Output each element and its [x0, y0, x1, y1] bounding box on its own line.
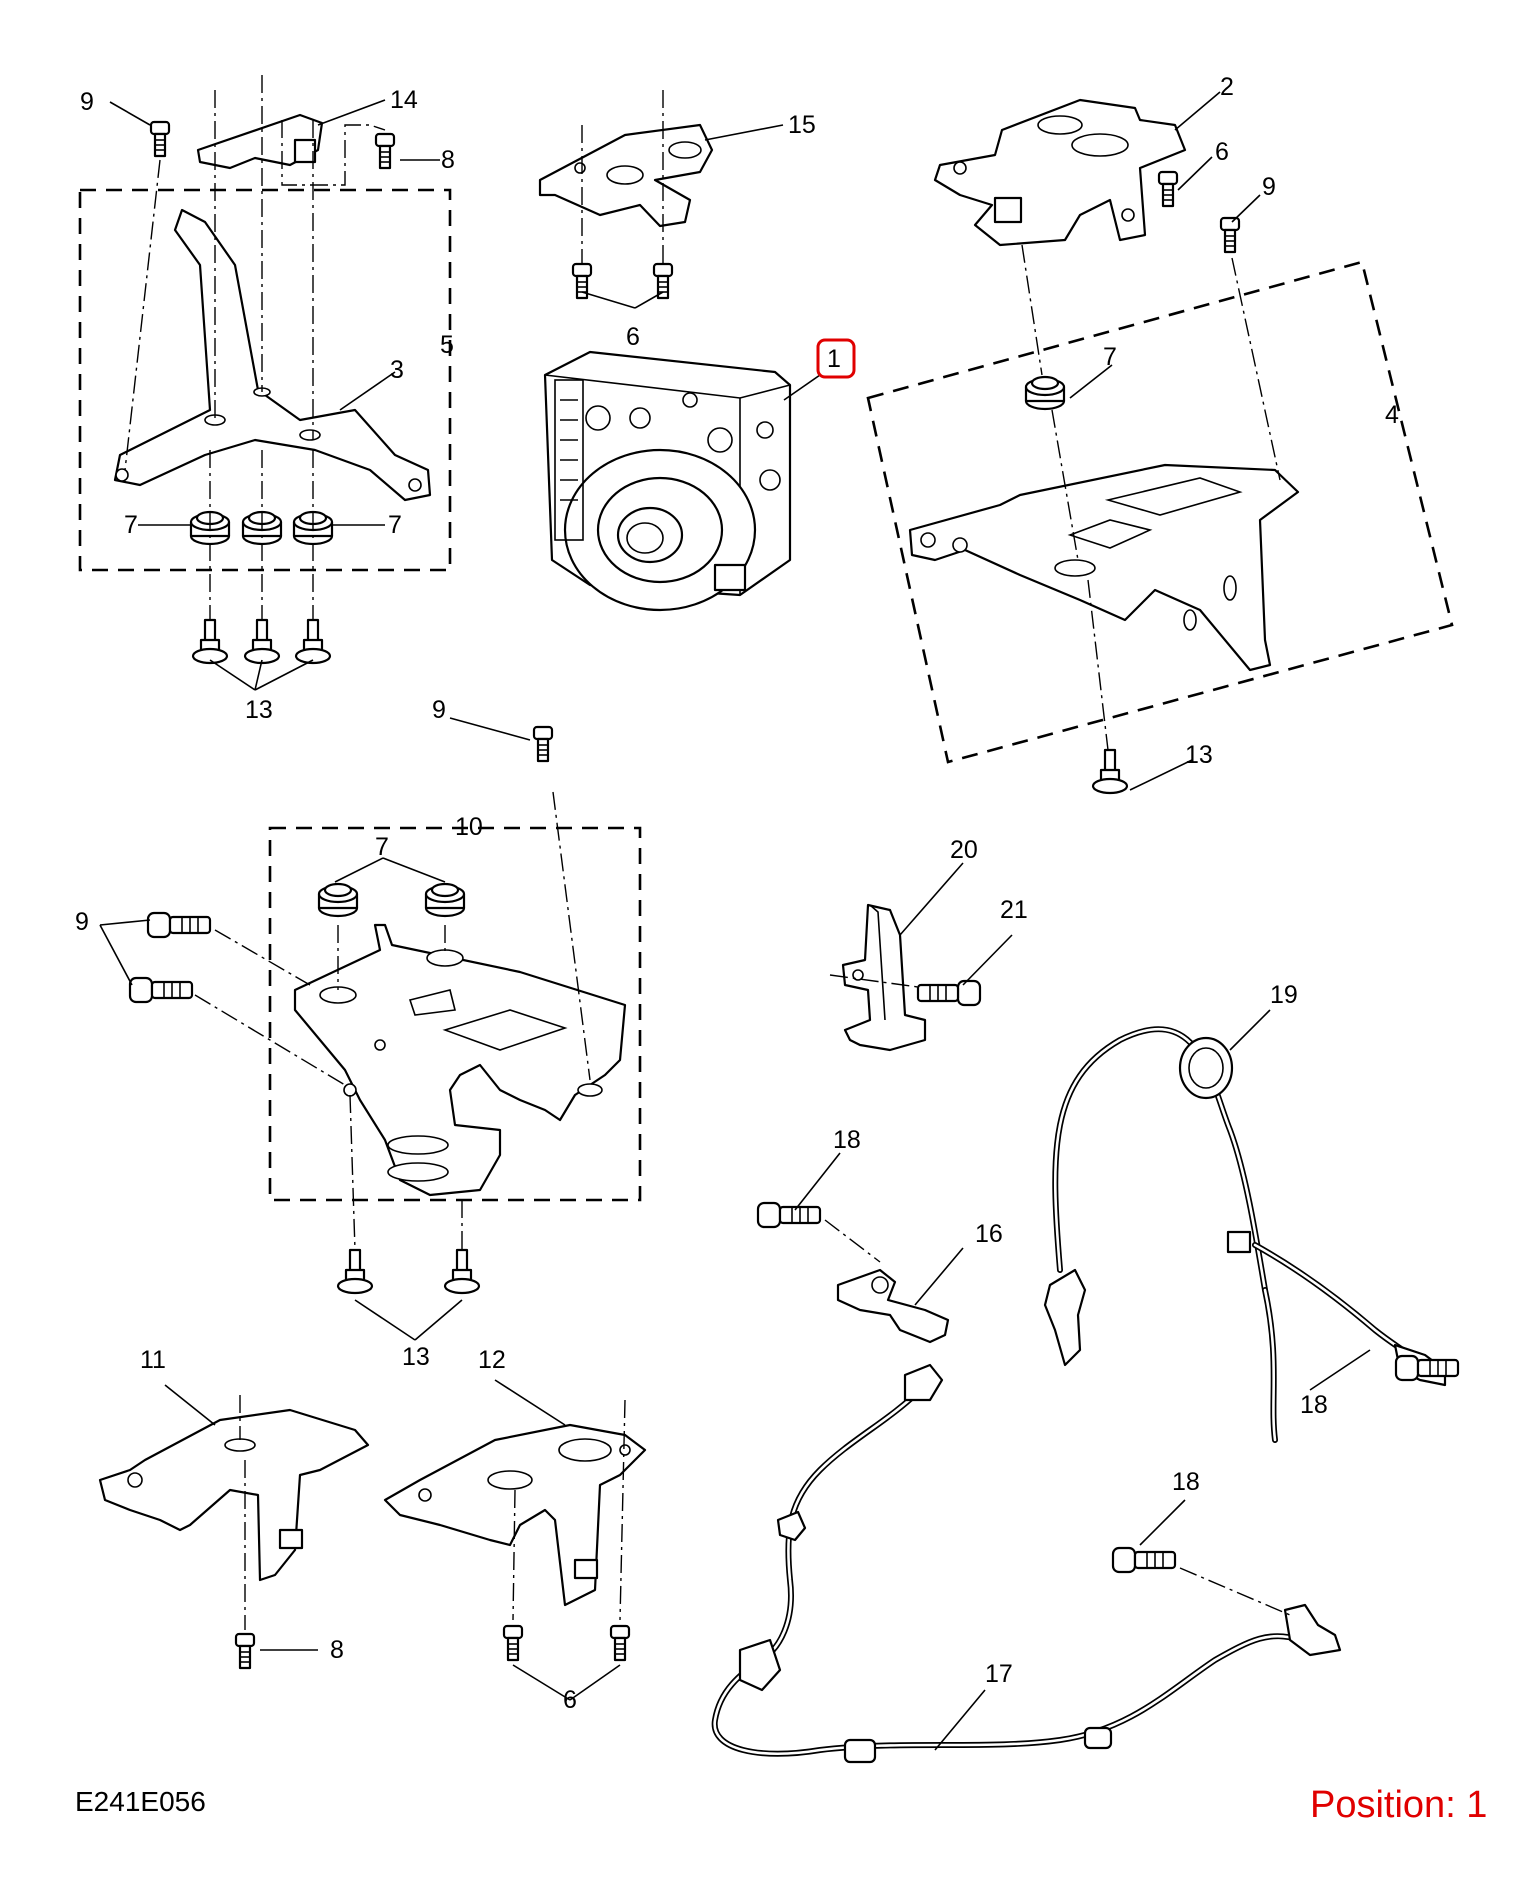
bracket-14	[196, 113, 324, 170]
callout-10[interactable]: 10	[455, 813, 483, 841]
callout-5[interactable]: 5	[440, 331, 454, 359]
callout-9-left[interactable]: 9	[75, 908, 89, 936]
callout-21[interactable]: 21	[1000, 896, 1028, 924]
leader-lines	[99, 91, 1371, 1751]
sensor-harness-17	[711, 1363, 1342, 1764]
callout-18-bottom[interactable]: 18	[1172, 1468, 1200, 1496]
bracket-4-body	[908, 463, 1300, 672]
callout-18-top[interactable]: 18	[833, 1126, 861, 1154]
callout-13-right[interactable]: 13	[1185, 741, 1213, 769]
callout-3[interactable]: 3	[390, 356, 404, 384]
group-10-boundary	[268, 826, 642, 1202]
callout-7-left[interactable]: 7	[124, 511, 138, 539]
selected-callout-highlight	[816, 338, 856, 379]
callout-6-top[interactable]: 6	[626, 323, 640, 351]
callout-labels: 1 2 3 4 5 6 6 6 7 7 7 7 8 8 9 9 9 9 10 1…	[75, 73, 1399, 1714]
callout-1[interactable]: 1	[827, 345, 841, 373]
callout-12[interactable]: 12	[478, 1346, 506, 1374]
position-indicator: Position: 1	[1310, 1784, 1488, 1826]
bracket-15	[538, 90, 714, 300]
callout-13-topleft[interactable]: 13	[245, 696, 273, 724]
group-4-boundary	[866, 260, 1454, 764]
callout-6-bottom[interactable]: 6	[563, 1686, 577, 1714]
callout-17[interactable]: 17	[985, 1660, 1013, 1688]
callout-4[interactable]: 4	[1385, 401, 1399, 429]
callout-8-top[interactable]: 8	[441, 146, 455, 174]
callout-8-bottom[interactable]: 8	[330, 1636, 344, 1664]
bracket-assembly-5	[78, 75, 452, 665]
abs-modulator-1	[543, 350, 792, 612]
sensor-harness-19	[1043, 1026, 1460, 1443]
callout-2[interactable]: 2	[1220, 73, 1234, 101]
callout-15[interactable]: 15	[788, 111, 816, 139]
callout-7-group4[interactable]: 7	[1103, 343, 1117, 371]
callout-20[interactable]: 20	[950, 836, 978, 864]
callout-6-right[interactable]: 6	[1215, 138, 1229, 166]
bracket-3	[113, 208, 432, 502]
diagram-code: E241E056	[75, 1786, 206, 1817]
callout-9-center[interactable]: 9	[432, 696, 446, 724]
callout-7-group10[interactable]: 7	[375, 833, 389, 861]
callout-11[interactable]: 11	[140, 1346, 166, 1374]
callout-7-right[interactable]: 7	[388, 511, 402, 539]
callout-9-topright[interactable]: 9	[1262, 173, 1276, 201]
bracket-20	[829, 903, 982, 1052]
callout-16[interactable]: 16	[975, 1220, 1003, 1248]
callout-9-topleft[interactable]: 9	[80, 88, 94, 116]
bracket-12	[383, 1399, 647, 1662]
callout-13-center[interactable]: 13	[402, 1343, 430, 1371]
callout-19[interactable]: 19	[1270, 981, 1298, 1009]
callout-18-right[interactable]: 18	[1300, 1391, 1328, 1419]
speed-sensor-16	[756, 1201, 950, 1344]
bracket-10-body	[293, 923, 627, 1197]
group-5-boundary	[78, 188, 452, 572]
bracket-11	[98, 1395, 370, 1670]
callout-14[interactable]: 14	[390, 86, 418, 114]
bracket-assembly-10	[128, 725, 642, 1295]
bracket-assembly-4	[866, 98, 1454, 795]
